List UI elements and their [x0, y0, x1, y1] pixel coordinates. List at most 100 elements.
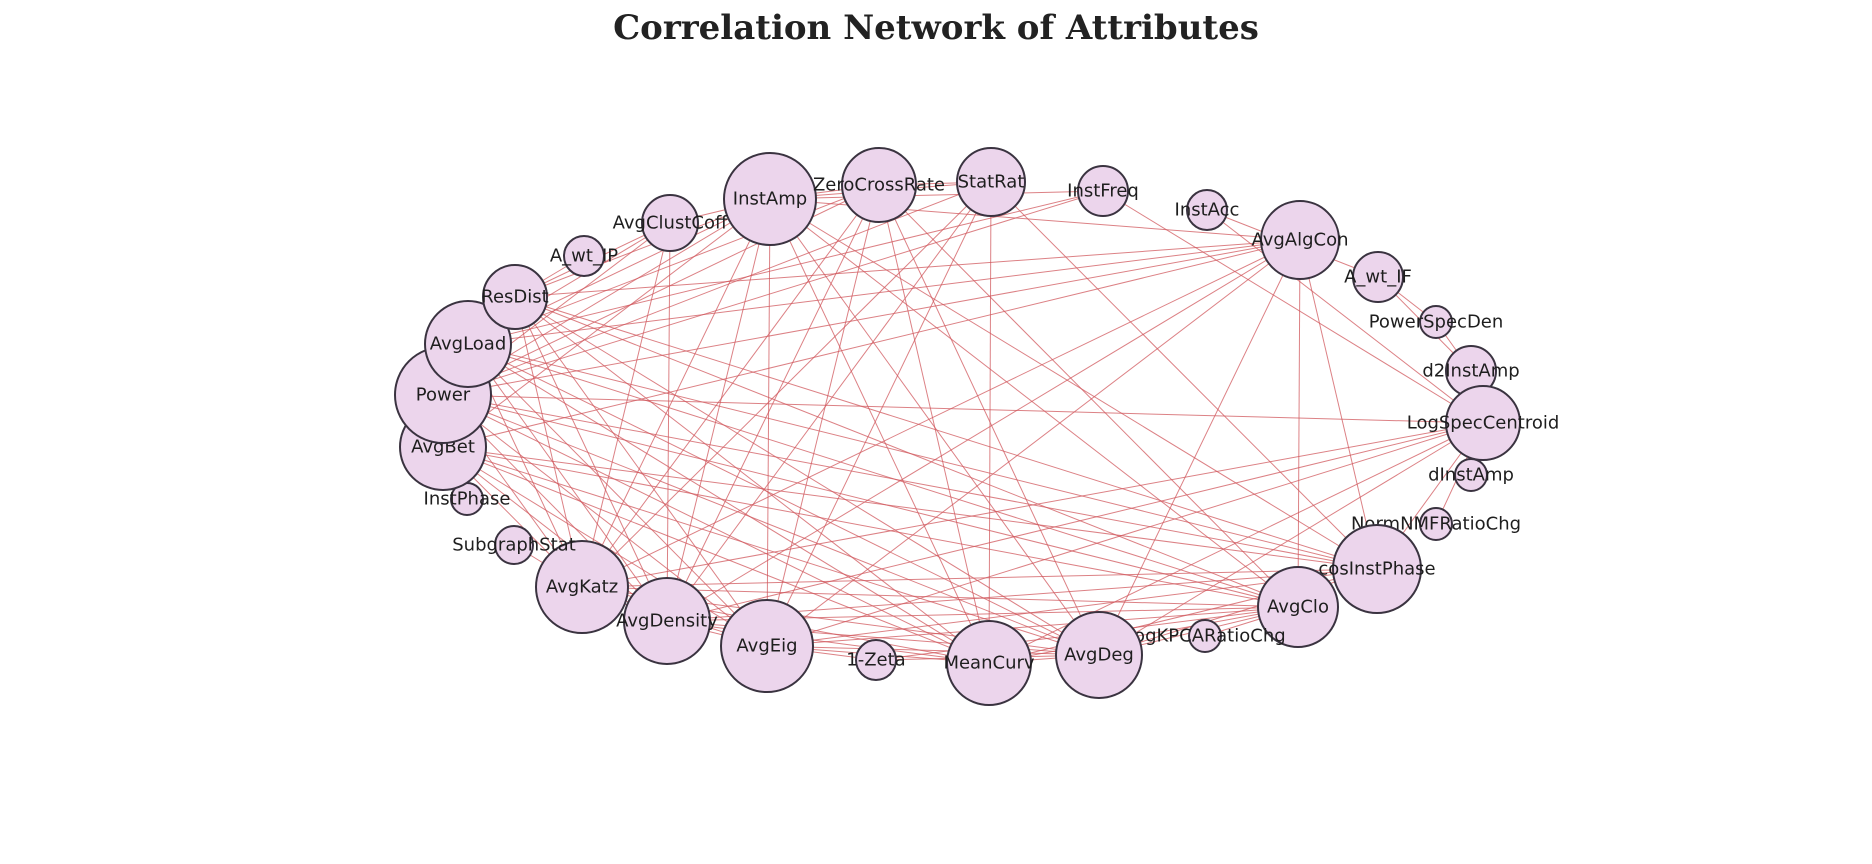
node-label-instacc: InstAcc: [1175, 200, 1240, 221]
node-circle-avgdensity: [623, 577, 711, 665]
edge-avgdensity-avgload: [467, 343, 668, 622]
edge-avgeig-avgload: [467, 343, 768, 647]
node-label-1-zeta: 1-Zeta: [846, 650, 905, 671]
edge-cosinstphase-avgkatz: [581, 568, 1378, 588]
node-circle-logkpcaratiochg: [1188, 619, 1222, 653]
node-label-avgeig: AvgEig: [736, 636, 797, 657]
edge-statrat-power: [442, 181, 992, 396]
node-circle-logspeccentroid: [1445, 385, 1521, 461]
node-a-wt-ip: A_wt_IP: [550, 235, 618, 277]
node-meancurv: MeanCurv: [943, 620, 1035, 706]
node-circle-resdist: [482, 264, 548, 330]
edge-cosinstphase-resdist: [514, 296, 1378, 570]
node-label-power: Power: [416, 385, 471, 406]
edge-avgclo-avgkatz: [581, 586, 1299, 608]
node-label-subgraphstat: SubgraphStat: [452, 535, 576, 556]
node-resdist: ResDist: [481, 264, 549, 330]
edge-zerocrossrate-avgkatz: [581, 184, 880, 588]
node-label-powerspecden: PowerSpecDen: [1369, 312, 1504, 333]
edge-avgdensity-resdist: [514, 296, 668, 622]
edge-avgdeg-avgeig: [766, 645, 1100, 656]
node-label-avgdeg: AvgDeg: [1064, 645, 1134, 666]
node-label-logspeccentroid: LogSpecCentroid: [1407, 413, 1560, 434]
edge-zerocrossrate-avgeig: [766, 184, 880, 647]
node-circle-a-wt-ip: [563, 235, 605, 277]
edge-instfreq-power: [442, 190, 1104, 396]
edge-statrat-avgeig: [766, 181, 992, 647]
node-a-wt-if: A_wt_IF: [1344, 251, 1412, 303]
node-label-statrat: StatRat: [958, 172, 1025, 193]
edge-avgdeg-resdist: [514, 296, 1100, 656]
node-label-a-wt-if: A_wt_IF: [1344, 267, 1412, 288]
node-dinstamp: dInstAmp: [1428, 458, 1514, 492]
edge-meancurv-avgdensity: [666, 620, 990, 664]
edge-meancurv-power: [442, 394, 990, 664]
edge-zerocrossrate-avgdensity: [666, 184, 880, 622]
edge-meancurv-resdist: [514, 296, 990, 664]
node-circle-dinstamp: [1454, 458, 1488, 492]
edge-instamp-cosinstphase: [769, 198, 1378, 570]
edge-meancurv-avgload: [467, 343, 990, 664]
edge-avgalgcon-avgload: [467, 239, 1301, 345]
node-label-meancurv: MeanCurv: [943, 653, 1034, 674]
edge-avgclo-resdist: [514, 296, 1299, 608]
edge-avgkatz-avgclustcoff: [581, 222, 671, 588]
edge-avgdensity-avgclustcoff: [666, 222, 671, 622]
node-label-a-wt-ip: A_wt_IP: [550, 246, 618, 267]
node-circle-avgkatz: [535, 540, 629, 634]
node-label-zerocrossrate: ZeroCrossRate: [813, 175, 945, 196]
edge-instamp-avgdensity: [666, 198, 771, 622]
node-logkpcaratiochg: LogKPCARatioChg: [1124, 619, 1286, 653]
edge-avgdensity-avgbet: [442, 446, 668, 622]
edge-instamp-avgclo: [769, 198, 1299, 608]
node-label-logkpcaratiochg: LogKPCARatioChg: [1124, 626, 1285, 647]
edge-logspeccentroid-avgdeg: [1098, 422, 1484, 656]
edge-avgeig-resdist: [514, 296, 768, 647]
node-label-resdist: ResDist: [481, 287, 548, 308]
edge-avgeig-power: [442, 394, 768, 647]
node-label-avgload: AvgLoad: [430, 334, 507, 355]
edge-avgalgcon-cosinstphase: [1299, 239, 1378, 570]
edge-zerocrossrate-avgdeg: [878, 184, 1100, 656]
edge-statrat-avgkatz: [581, 181, 992, 588]
node-instacc: InstAcc: [1175, 189, 1240, 231]
node-circle-avgclo: [1257, 566, 1339, 648]
node-label-avgclustcoff: AvgClustCoff: [613, 213, 728, 234]
edge-avgalgcon-avgeig: [766, 239, 1301, 647]
node-label-instfreq: InstFreq: [1067, 181, 1139, 202]
node-circle-normnmfratiochg: [1419, 507, 1453, 541]
edge-avgkatz-resdist: [514, 296, 583, 588]
node-avgeig: AvgEig: [720, 599, 814, 693]
node-avgdeg: AvgDeg: [1055, 611, 1143, 699]
node-circle-zerocrossrate: [841, 147, 917, 223]
node-avgalgcon: AvgAlgCon: [1251, 200, 1349, 280]
edge-instamp-avgkatz: [581, 198, 771, 588]
node-zerocrossrate: ZeroCrossRate: [813, 147, 945, 223]
edge-avgalgcon-power: [442, 239, 1301, 396]
node-label-avgdensity: AvgDensity: [616, 611, 718, 632]
edge-avgalgcon-avgdeg: [1098, 239, 1301, 656]
node-avgclustcoff: AvgClustCoff: [613, 194, 728, 252]
edge-logspeccentroid-avgdensity: [666, 422, 1484, 622]
edge-logspeccentroid-power: [442, 394, 1484, 424]
edge-cosinstphase-avgbet: [442, 446, 1378, 570]
node-instamp: InstAmp: [723, 152, 817, 246]
edge-statrat-avgdensity: [666, 181, 992, 622]
node-label-avgclo: AvgClo: [1267, 597, 1329, 618]
edge-zerocrossrate-meancurv: [878, 184, 990, 664]
node-circle-instacc: [1186, 189, 1228, 231]
node-label-avgbet: AvgBet: [411, 437, 475, 458]
node-d2instamp: d2InstAmp: [1422, 345, 1520, 397]
edge-instamp-avgeig: [766, 198, 771, 647]
node-label-d2instamp: d2InstAmp: [1422, 361, 1519, 382]
edge-meancurv-avgbet: [442, 446, 990, 664]
node-circle-avgdeg: [1055, 611, 1143, 699]
edge-zerocrossrate-avgclo: [878, 184, 1299, 608]
node-label-instphase: InstPhase: [424, 489, 511, 510]
edge-instfreq-instamp: [769, 190, 1104, 200]
node-subgraphstat: SubgraphStat: [452, 525, 576, 565]
edge-avgdeg-power: [442, 394, 1100, 656]
node-label-cosinstphase: cosInstPhase: [1318, 559, 1435, 580]
node-circle-powerspecden: [1419, 305, 1453, 339]
